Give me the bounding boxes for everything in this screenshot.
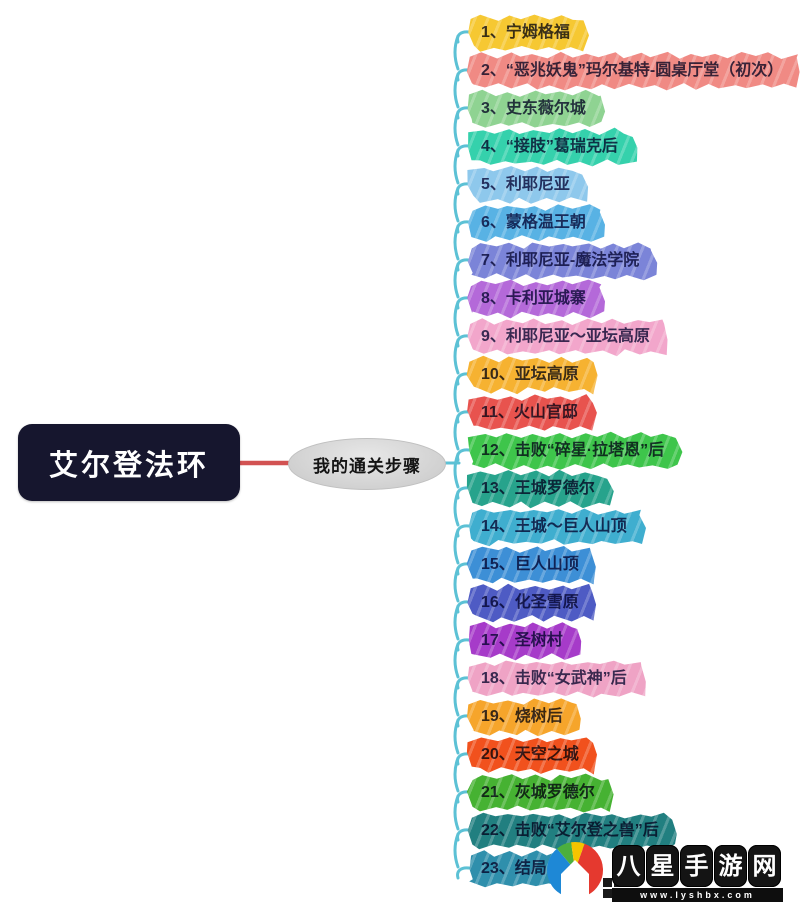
topic-item-16[interactable]: 16、化圣雪原 (467, 583, 596, 623)
topic-item-label: 19、烧树后 (481, 708, 563, 725)
logo-wedge-green (557, 842, 575, 870)
topic-item-label: 13、王城罗德尔 (481, 480, 595, 497)
topic-item-label: 17、圣树村 (481, 632, 563, 649)
spine-connector (453, 30, 471, 880)
topic-item-2[interactable]: 2、“恶兆妖鬼”玛尔基特-圆桌厅堂（初次） (466, 51, 800, 91)
topic-item-label: 20、天空之城 (481, 746, 579, 763)
watermark-char: 星 (646, 845, 679, 887)
topic-item-6[interactable]: 6、蒙格温王朝 (467, 204, 605, 242)
hub-node[interactable]: 我的通关步骤 (288, 438, 446, 490)
topic-item-5[interactable]: 5、利耶尼亚 (467, 166, 589, 204)
topic-item-label: 2、“恶兆妖鬼”玛尔基特-圆桌厅堂（初次） (481, 62, 784, 79)
logo-house-shape (561, 860, 589, 896)
topic-item-1[interactable]: 1、宁姆格福 (468, 14, 589, 52)
topic-item-7[interactable]: 7、利耶尼亚-魔法学院 (467, 242, 658, 281)
topic-item-4[interactable]: 4、“接肢”葛瑞克后 (468, 127, 638, 167)
topic-item-3[interactable]: 3、史东薇尔城 (467, 89, 606, 128)
topic-item-9[interactable]: 9、利耶尼亚～亚坛高原 (467, 318, 668, 357)
watermark-url: www.lyshbx.com (612, 888, 783, 902)
topic-item-14[interactable]: 14、王城～巨人山顶 (468, 508, 646, 547)
topic-item-21[interactable]: 21、灰城罗德尔 (466, 773, 614, 813)
topic-item-15[interactable]: 15、巨人山顶 (466, 546, 596, 585)
topic-item-label: 4、“接肢”葛瑞克后 (481, 138, 618, 155)
topic-item-label: 3、史东薇尔城 (481, 100, 586, 117)
root-node[interactable]: 艾尔登法环 (18, 424, 240, 501)
root-node-label: 艾尔登法环 (48, 449, 209, 482)
topic-item-8[interactable]: 8、卡利亚城寨 (467, 279, 605, 319)
topic-item-label: 9、利耶尼亚～亚坛高原 (481, 328, 650, 345)
topic-item-label: 18、击败“女武神”后 (481, 670, 627, 687)
topic-item-12[interactable]: 12、击败“碎星·拉塔恩”后 (467, 431, 683, 471)
topic-item-19[interactable]: 19、烧树后 (466, 698, 581, 737)
topic-item-label: 6、蒙格温王朝 (481, 214, 586, 231)
topic-item-label: 7、利耶尼亚-魔法学院 (481, 252, 640, 269)
topic-item-10[interactable]: 10、亚坛高原 (466, 355, 598, 395)
topic-item-17[interactable]: 17、圣树村 (468, 621, 582, 661)
topic-item-label: 15、巨人山顶 (481, 556, 579, 573)
topic-item-label: 23、结局 (481, 860, 547, 877)
topic-item-18[interactable]: 18、击败“女武神”后 (467, 660, 646, 698)
topic-item-label: 16、化圣雪原 (481, 594, 579, 611)
topic-item-label: 21、灰城罗德尔 (481, 784, 595, 801)
topic-item-11[interactable]: 11、火山官邸 (467, 394, 597, 431)
topic-item-label: 5、利耶尼亚 (481, 176, 570, 193)
watermark-site-name: 八 星 手 游 网 (612, 845, 781, 887)
watermark-char: 手 (680, 845, 713, 887)
topic-item-label: 14、王城～巨人山顶 (481, 518, 627, 535)
topic-item-label: 8、卡利亚城寨 (481, 290, 586, 307)
topic-item-label: 1、宁姆格福 (481, 24, 570, 41)
watermark-char: 八 (612, 845, 645, 887)
watermark-char: 游 (714, 845, 747, 887)
topic-item-label: 11、火山官邸 (481, 404, 578, 421)
topic-item-label: 10、亚坛高原 (481, 366, 579, 383)
topic-item-13[interactable]: 13、王城罗德尔 (466, 469, 614, 509)
hub-node-label: 我的通关步骤 (313, 456, 421, 476)
topic-item-label: 12、击败“碎星·拉塔恩”后 (481, 442, 665, 459)
watermark-char: 网 (748, 845, 781, 887)
topic-item-label: 22、击败“艾尔登之兽”后 (481, 822, 659, 839)
topic-item-20[interactable]: 20、天空之城 (466, 737, 597, 775)
